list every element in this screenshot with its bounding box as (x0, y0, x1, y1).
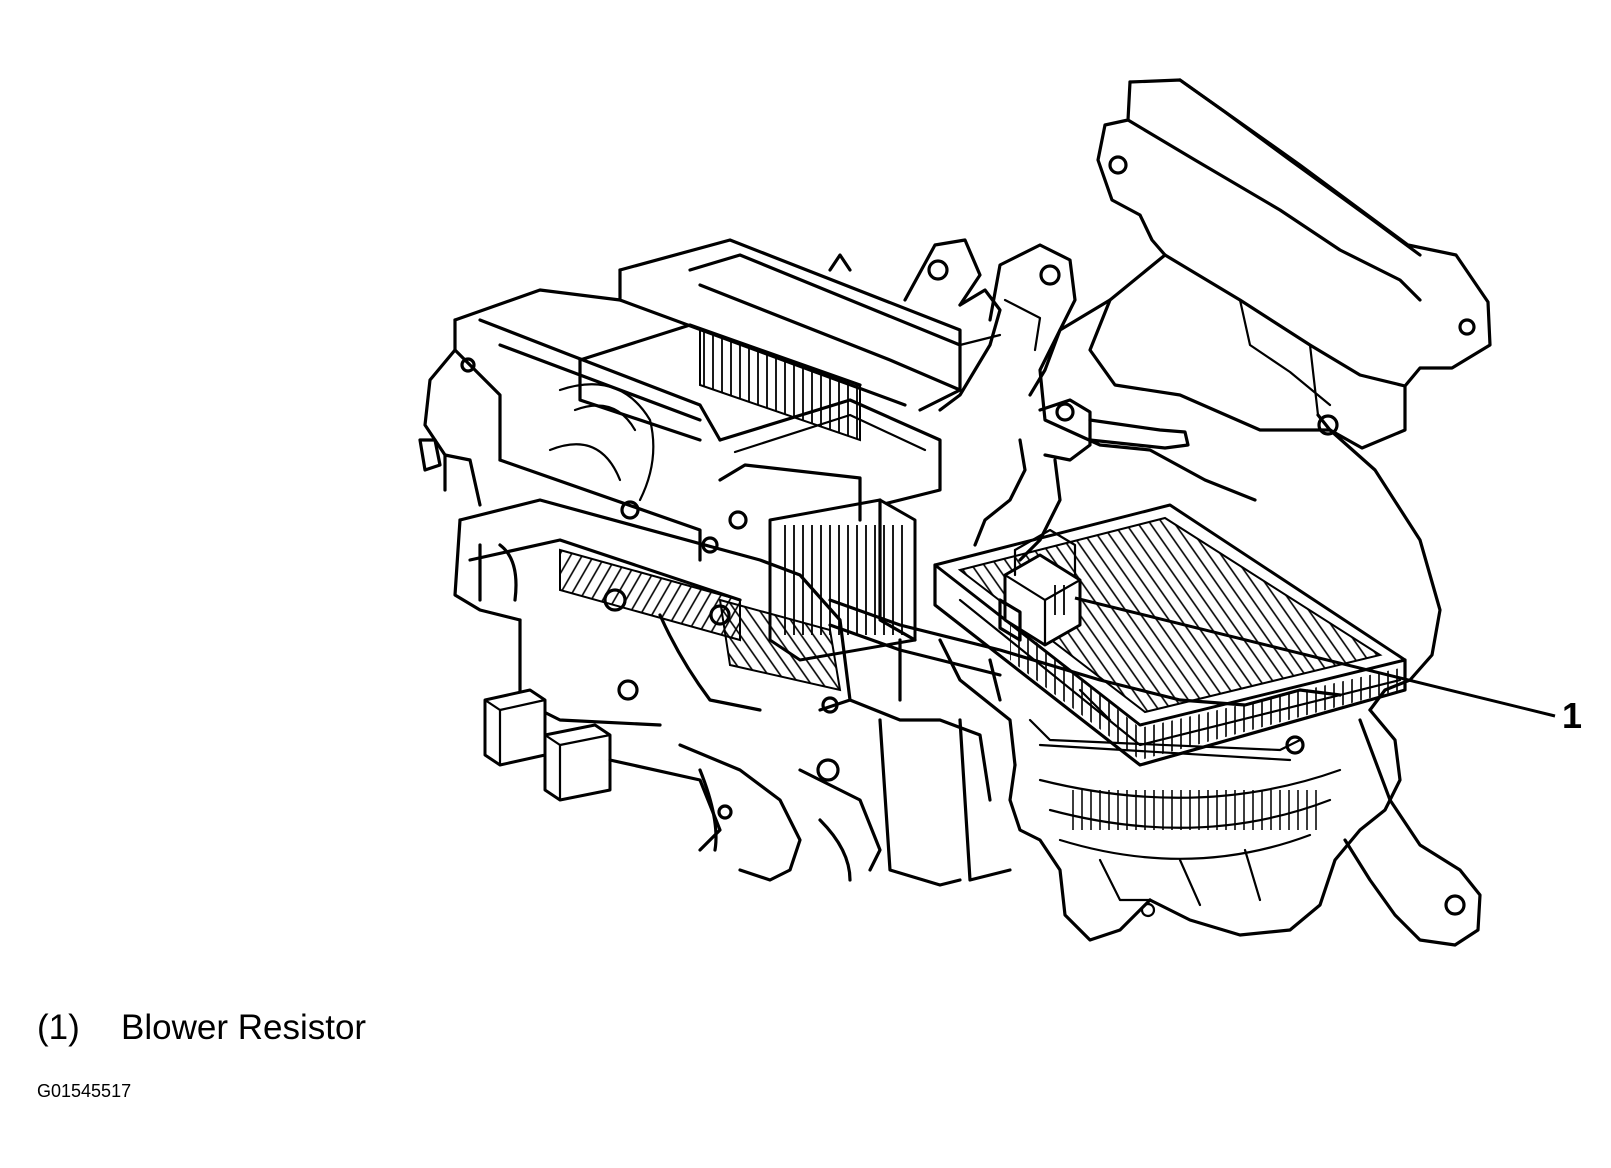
refrigerant-lines (828, 598, 1342, 762)
evaporator-core-center (718, 463, 917, 662)
evaporator-core-right (933, 503, 1407, 767)
mounting-bracket-right (1343, 718, 1482, 947)
mounting-bracket-left (608, 743, 882, 882)
callout-leader-line (1074, 596, 1556, 718)
air-inlet-duct (1096, 78, 1492, 450)
heater-pipes (903, 238, 1190, 562)
legend-label: Blower Resistor (121, 1008, 367, 1047)
actuator-assembly (453, 498, 852, 727)
legend-key: (1) (37, 1008, 80, 1047)
figure-id: G01545517 (37, 1081, 132, 1101)
legend-item-blower-resistor: (1) Blower Resistor (37, 1010, 366, 1045)
lower-case-center (848, 638, 1017, 887)
blower-resistor (998, 528, 1082, 647)
wiring-connectors (483, 688, 612, 802)
callout-number-1: 1 (1562, 695, 1583, 736)
